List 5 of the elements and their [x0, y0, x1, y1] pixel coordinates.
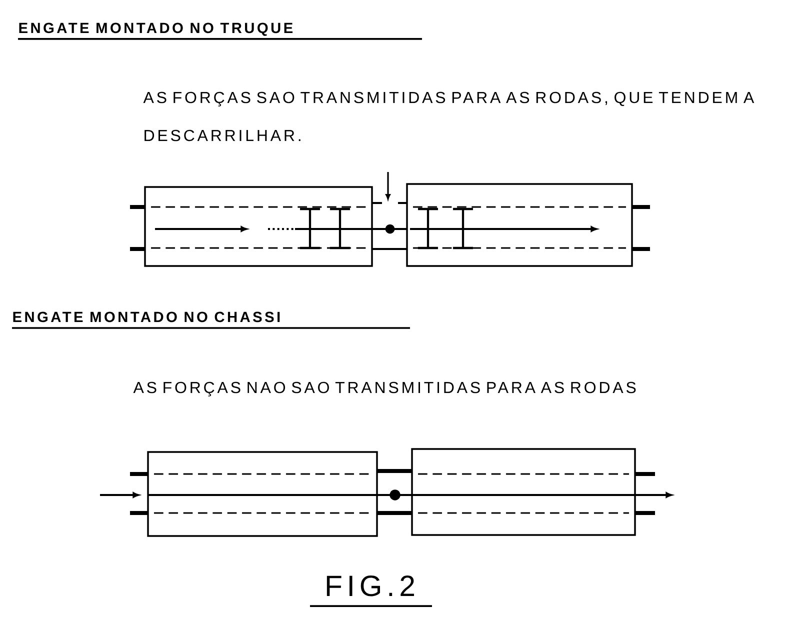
section-heading: ENGATE MONTADO NO TRUQUE — [19, 22, 293, 36]
description-text: AS FORÇAS NAO SAO TRANSMITIDAS PARA AS RODAS — [133, 382, 636, 396]
description-text: AS FORÇAS SAO TRANSMITIDAS PARA AS RODAS, QUE TENDEM A DESCARRILHAR. — [143, 92, 754, 142]
figure-caption: FIG.2 — [326, 576, 414, 596]
section-heading: ENGATE MONTADO NO CHASSI — [13, 312, 280, 322]
